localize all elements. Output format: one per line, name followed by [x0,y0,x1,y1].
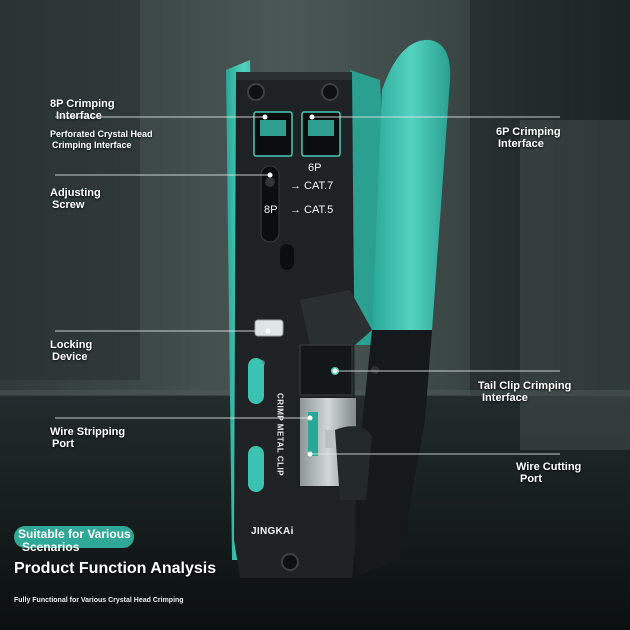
crimp-metal-clip-text: CRIMP METAL CLIP [275,392,285,477]
scenario-badge [14,526,134,548]
brand-logo-text: JINGKAi [251,526,294,537]
label-8p-crimping: 8P Crimping Interface [50,98,115,122]
label-locking-device: Locking Device [50,339,93,363]
page-title: Product Function Analysis [14,560,217,577]
label-adjusting-screw: Adjusting Screw [50,187,101,211]
label-tail-clip-crimping: Tail Clip Crimping Interface [478,380,572,404]
page-subtitle: Fully Functional for Various Crystal Hea… [14,597,184,604]
die-label-cat5: → CAT.5 [290,204,334,216]
scenario-badge-text: Suitable for Various Scenarios [18,527,131,554]
label-perforated-crimping: Perforated Crystal Head Crimping Interfa… [50,129,153,150]
label-wire-stripping: Wire Stripping Port [50,426,126,450]
die-label-6p: 6P [308,162,322,174]
label-6p-crimping: 6P Crimping Interface [496,126,561,150]
die-label-cat7: → CAT.7 [290,180,334,192]
die-label-8p: 8P [264,204,278,216]
label-wire-cutting: Wire Cutting Port [516,461,582,485]
